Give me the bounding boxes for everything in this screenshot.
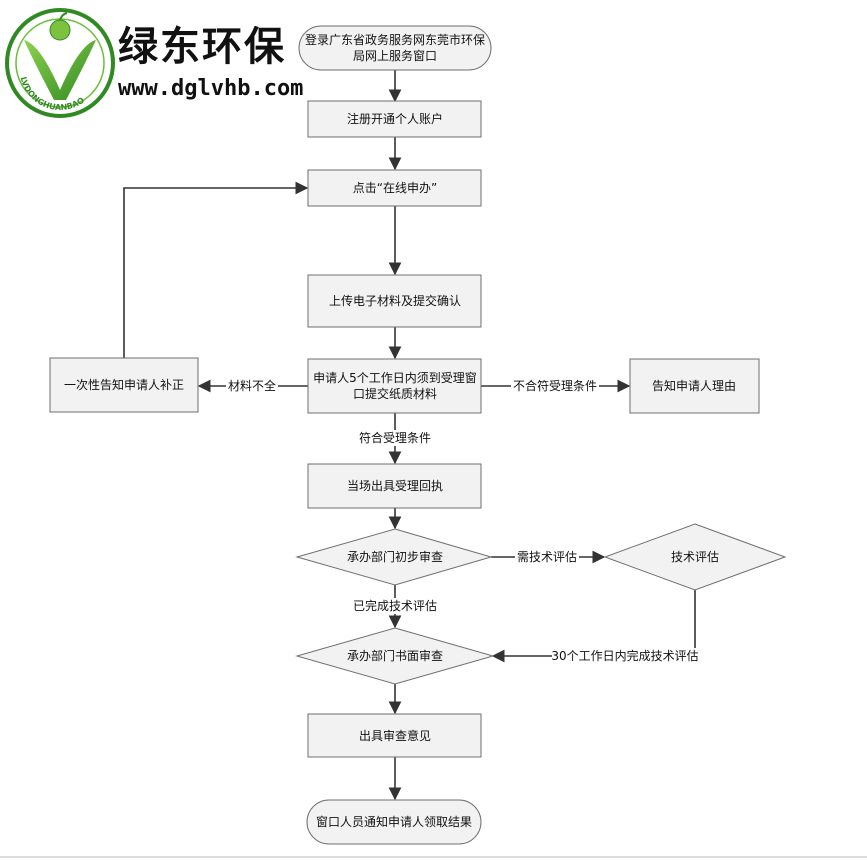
node-written-review	[295, 627, 495, 685]
logo-apple-stem-icon	[59, 12, 68, 21]
node-upload	[307, 274, 482, 328]
node-start	[298, 25, 492, 71]
node-tech-eval-label: 技术评估	[671, 550, 719, 564]
node-receipt-label: 当场出具受理回执	[347, 479, 443, 493]
node-start-line1: 登录广东省政务服务网东莞市环保	[305, 32, 485, 47]
logo-apple-icon	[49, 19, 71, 41]
node-receipt	[307, 463, 482, 509]
node-register	[307, 100, 482, 138]
logo-title: 绿东环保	[118, 24, 286, 70]
edge-label-need-tech: 需技术评估	[517, 550, 577, 564]
node-click-online	[307, 169, 482, 207]
node-initial-review	[295, 528, 493, 586]
node-written-review-label: 承办部门书面审查	[347, 648, 443, 663]
edge-labels: 材料不全 不合符受理条件 符合受理条件 需技术评估 已完成技术评估 30个工作日…	[226, 378, 699, 664]
node-initial-review-label: 承办部门初步审查	[347, 549, 443, 564]
nodes: 登录广东省政务服务网东莞市环保 局网上服务窗口 注册开通个人账户 点击“在线申办…	[49, 25, 787, 845]
node-notify-fix-label: 一次性告知申请人补正	[64, 378, 184, 392]
edge-label-incomplete: 材料不全	[228, 378, 276, 393]
node-notify-fix	[49, 357, 199, 413]
node-end	[306, 799, 482, 845]
logo: LVDONGHUANBAO	[5, 8, 115, 118]
node-upload-label: 上传电子材料及提交确认	[329, 293, 461, 308]
node-submit-line2: 口提交纸质材料	[353, 386, 437, 401]
node-tech-eval	[603, 523, 787, 591]
edge-label-not-qualified: 不合符受理条件	[513, 378, 597, 393]
node-opinion-label: 出具审查意见	[359, 728, 431, 743]
edge-notify-fix-back	[123, 181, 309, 358]
edge-label-tech-done: 已完成技术评估	[353, 598, 437, 613]
node-end-label: 窗口人员通知申请人领取结果	[316, 815, 472, 829]
node-register-label: 注册开通个人账户	[347, 111, 443, 126]
logo-url: www.dglvhb.com	[118, 76, 304, 101]
node-click-online-label: 点击“在线申办”	[353, 180, 437, 195]
edge-tech-written	[491, 590, 696, 663]
logo-v-leaf-icon	[24, 40, 96, 100]
node-submit-paper	[307, 358, 482, 414]
node-start-line2: 局网上服务窗口	[353, 48, 437, 63]
node-notify-reason	[629, 358, 760, 414]
edge-label-qualified: 符合受理条件	[359, 430, 431, 445]
node-opinion	[307, 713, 482, 758]
node-submit-line1: 申请人5个工作日内须到受理窗	[313, 371, 477, 385]
edge-label-tech-30days: 30个工作日内完成技术评估	[551, 648, 698, 663]
node-notify-reason-label: 告知申请人理由	[652, 379, 736, 393]
